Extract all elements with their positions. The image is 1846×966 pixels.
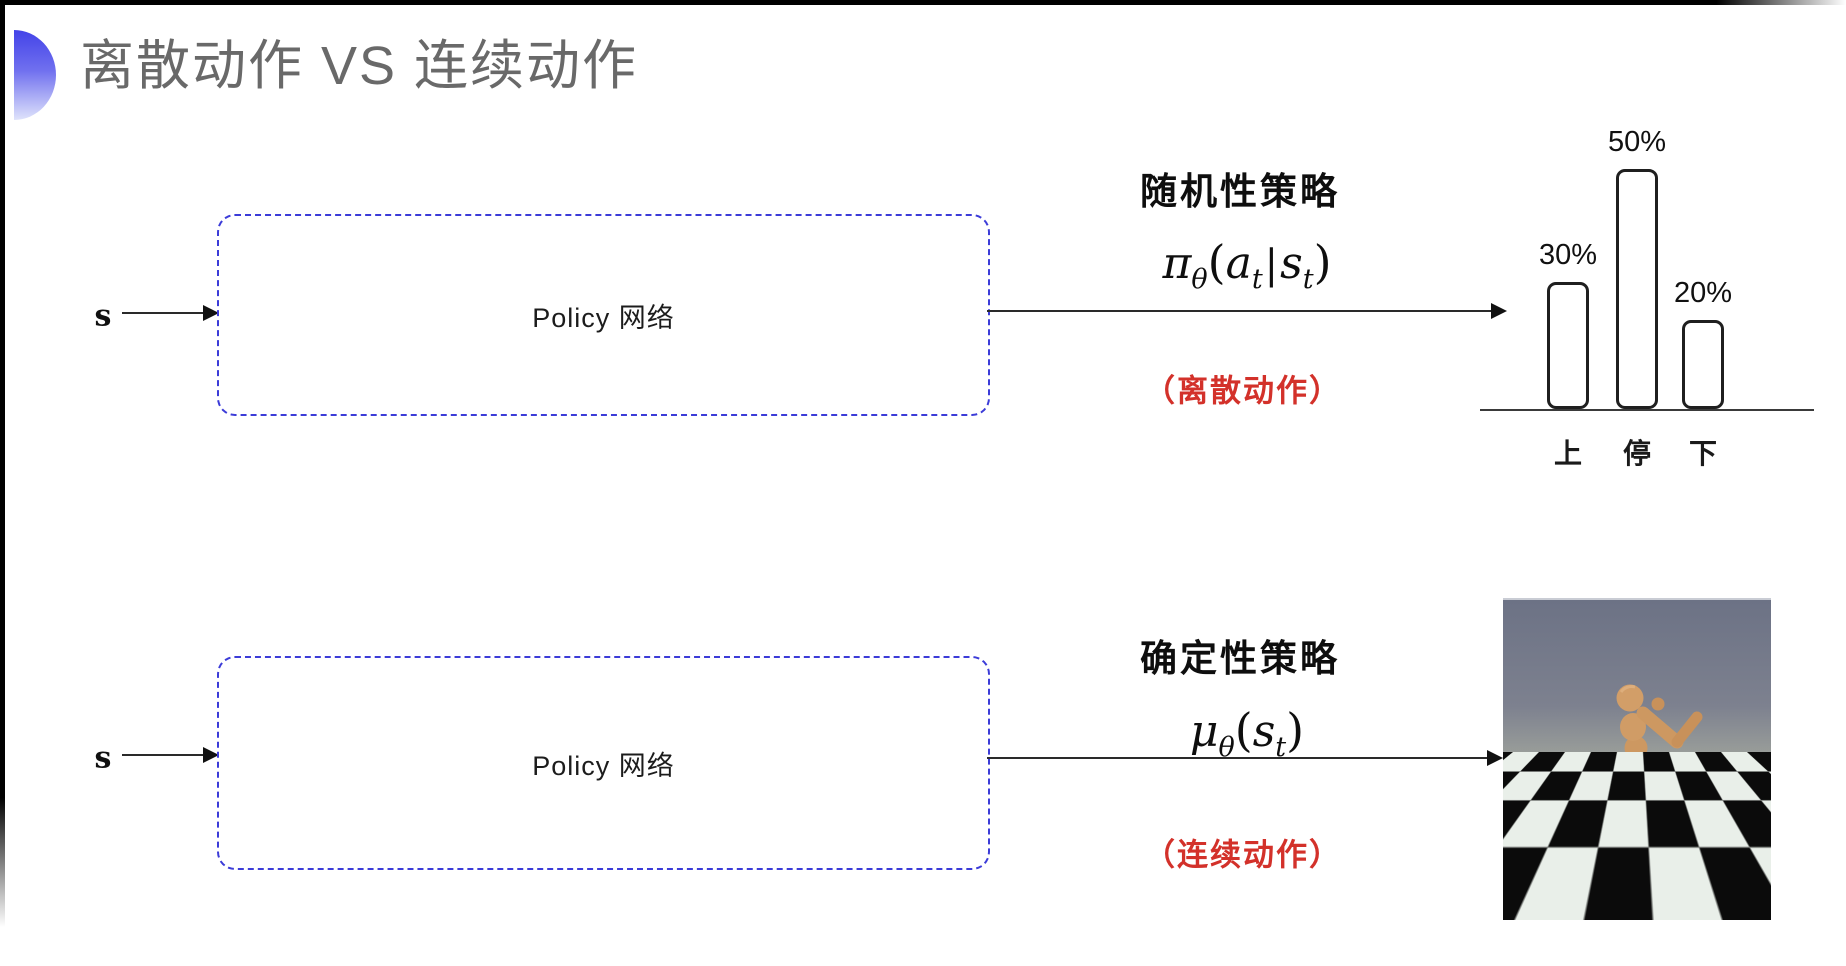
continuous-action-caption: （连续动作） xyxy=(1144,837,1342,873)
arrow-line xyxy=(987,309,1491,313)
formula-arg: a xyxy=(1225,238,1252,289)
bar-group-up: 30% xyxy=(1537,239,1599,409)
formula-arg: s xyxy=(1252,706,1276,757)
bar-up xyxy=(1547,282,1589,409)
bar-down xyxy=(1682,320,1724,409)
arrow-line xyxy=(122,311,203,315)
category-label-up: 上 xyxy=(1553,438,1583,469)
bar-stop xyxy=(1616,169,1658,409)
humanoid-simulation-image xyxy=(1503,598,1771,920)
bottom-state-input-label: s xyxy=(94,740,112,776)
stochastic-policy-formula: πθ(at|st) xyxy=(1162,235,1332,293)
bar-group-down: 20% xyxy=(1672,277,1734,409)
formula-paren: ) xyxy=(1313,235,1332,289)
arrow-head-icon xyxy=(203,747,219,763)
top-output-arrow xyxy=(987,303,1507,319)
deterministic-policy-formula: μθ(st) xyxy=(1189,703,1305,761)
formula-subscript: t xyxy=(1302,263,1314,295)
bar-value-label: 30% xyxy=(1538,239,1598,271)
left-black-edge xyxy=(0,0,5,928)
formula-symbol: μ xyxy=(1189,706,1219,757)
formula-paren: ( xyxy=(1234,703,1253,757)
formula-subscript: θ xyxy=(1218,731,1235,763)
bar-value-label: 20% xyxy=(1673,277,1733,309)
formula-subscript: t xyxy=(1251,263,1263,295)
formula-symbol: π xyxy=(1162,238,1192,289)
formula-paren: ( xyxy=(1207,235,1226,289)
action-probability-bar-chart: 30% 50% 20% 上 停 下 xyxy=(1478,120,1824,469)
top-black-edge xyxy=(0,0,1846,5)
formula-subscript: θ xyxy=(1191,263,1208,295)
bottom-output-arrow xyxy=(987,750,1503,766)
chart-baseline xyxy=(1480,409,1814,411)
arrow-head-icon xyxy=(203,305,219,321)
deterministic-policy-title: 确定性策略 xyxy=(1140,638,1340,679)
top-input-arrow xyxy=(122,305,219,321)
arrow-head-icon xyxy=(1491,303,1507,319)
policy-box-label: Policy 网络 xyxy=(532,302,675,333)
formula-arg: s xyxy=(1280,238,1303,289)
arrow-line xyxy=(122,753,203,757)
bottom-policy-network-box: Policy 网络 xyxy=(217,656,990,870)
blue-semicircle-icon xyxy=(14,30,56,120)
formula-paren: ) xyxy=(1286,703,1305,757)
bar-group-stop: 50% xyxy=(1606,126,1668,409)
arrow-head-icon xyxy=(1487,750,1503,766)
top-policy-network-box: Policy 网络 xyxy=(217,214,990,416)
top-state-input-label: s xyxy=(94,298,112,334)
arrow-line xyxy=(987,756,1487,760)
page-title: 离散动作 VS 连续动作 xyxy=(80,36,639,96)
formula-subscript: t xyxy=(1275,731,1287,763)
bottom-input-arrow xyxy=(122,747,219,763)
stochastic-policy-title: 随机性策略 xyxy=(1140,171,1340,212)
category-label-down: 下 xyxy=(1688,438,1718,469)
policy-box-label: Policy 网络 xyxy=(532,750,675,781)
humanoid-robot-figure xyxy=(1569,684,1703,912)
category-label-stop: 停 xyxy=(1622,438,1652,469)
bar-value-label: 50% xyxy=(1607,126,1667,158)
discrete-action-caption: （离散动作） xyxy=(1144,373,1342,409)
formula-pipe: | xyxy=(1264,242,1279,288)
